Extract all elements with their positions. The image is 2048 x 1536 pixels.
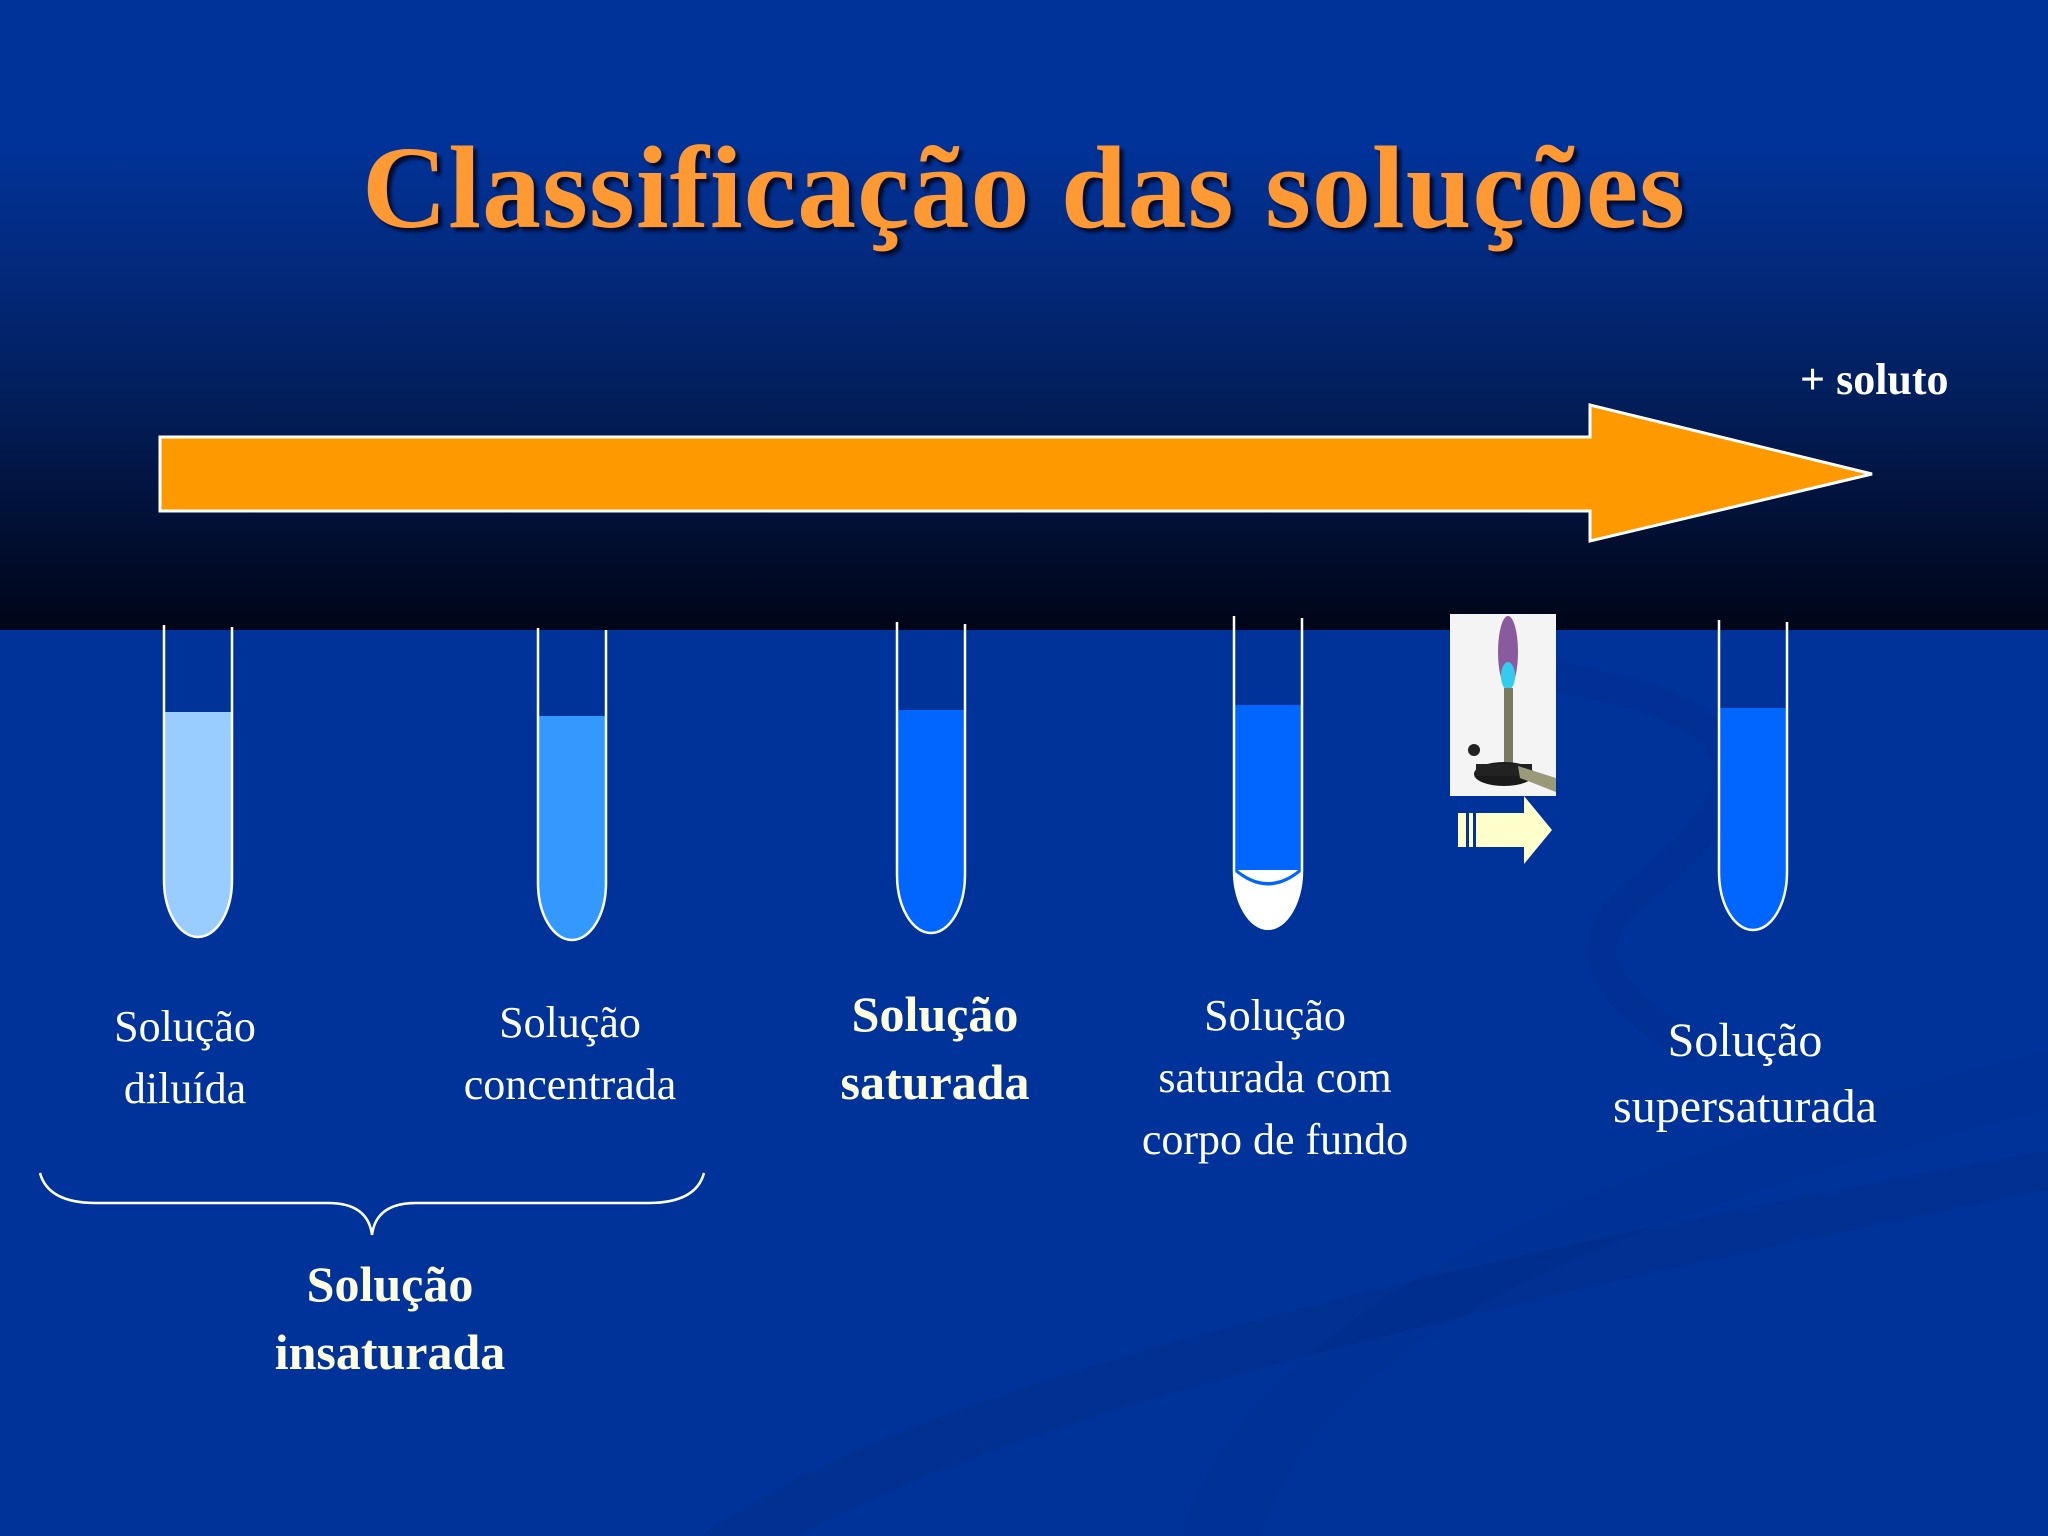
label-supersaturated-solution: Solução supersaturada [1560, 1008, 1930, 1140]
test-tube-supersaturated [1717, 620, 1789, 932]
label-saturated-with-precipitate: Solução saturada com corpo de fundo [1090, 985, 1460, 1171]
content-background [0, 630, 2048, 1536]
slide-title: Classificação das soluções [362, 122, 1686, 253]
test-tube-saturated-with-precipitate [1232, 616, 1304, 930]
label-line: Solução [499, 998, 641, 1047]
label-line: Solução [306, 1256, 474, 1312]
label-line: supersaturada [1613, 1080, 1877, 1133]
label-line: Solução [114, 1002, 256, 1051]
label-line: diluída [123, 1064, 247, 1113]
curly-brace-grouping [38, 1172, 706, 1236]
header-gradient-band [0, 0, 2048, 630]
label-line: saturada com [1158, 1053, 1392, 1102]
bunsen-burner-icon [1468, 616, 1556, 792]
label-line: corpo de fundo [1141, 1115, 1409, 1164]
bunsen-burner-image [1450, 614, 1556, 796]
label-line: Solução [851, 986, 1019, 1042]
label-concentrated-solution: Solução concentrada [420, 992, 720, 1116]
label-line: saturada [840, 1054, 1030, 1110]
add-solute-label: + soluto [1800, 355, 1949, 404]
test-tube-dilute [162, 625, 234, 939]
label-line: insaturada [274, 1324, 506, 1380]
label-dilute-solution: Solução diluída [60, 996, 310, 1120]
label-line: concentrada [463, 1060, 677, 1109]
label-unsaturated-solution: Solução insaturada [230, 1250, 550, 1386]
label-line: Solução [1204, 991, 1346, 1040]
increasing-solute-arrow [158, 403, 1873, 543]
background-swoosh-decoration [700, 655, 2048, 1536]
label-saturated-solution: Solução saturada [800, 980, 1070, 1116]
heat-arrow-icon [1458, 796, 1552, 864]
label-line: Solução [1667, 1014, 1823, 1067]
test-tube-saturated [895, 622, 967, 935]
test-tube-concentrated [536, 628, 608, 942]
